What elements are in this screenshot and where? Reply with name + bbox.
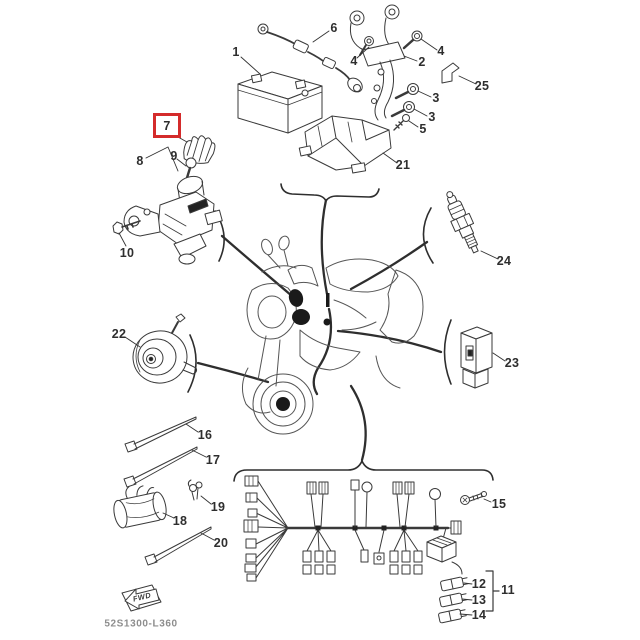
main-switch-illustration xyxy=(112,157,223,265)
screw-15-illustration xyxy=(460,491,487,505)
bracket-illustration xyxy=(349,4,423,131)
callout-20[interactable]: 20 xyxy=(213,536,229,550)
callout-13[interactable]: 13 xyxy=(471,593,487,607)
diagram-code: 52S1300-L360 xyxy=(104,618,178,630)
screw-5-illustration xyxy=(393,114,410,131)
relay-illustration xyxy=(460,326,493,389)
callout-3-a[interactable]: 3 xyxy=(432,91,440,105)
callout-17[interactable]: 17 xyxy=(205,453,221,467)
callout-19[interactable]: 19 xyxy=(210,500,226,514)
bolt-4-left-illustration xyxy=(359,36,374,56)
fuse-box-illustration xyxy=(426,535,457,563)
callout-10[interactable]: 10 xyxy=(119,246,135,260)
plate-illustration xyxy=(441,62,460,84)
callout-14[interactable]: 14 xyxy=(471,608,487,622)
scooter-illustration xyxy=(242,235,424,435)
callout-leaders xyxy=(118,30,506,616)
callout-24[interactable]: 24 xyxy=(496,254,512,268)
rubber-cap-illustration xyxy=(183,135,216,164)
leader-lines xyxy=(196,198,443,462)
key-9-illustration xyxy=(184,157,197,183)
bolt-10-illustration xyxy=(112,220,141,235)
harness-junctions xyxy=(315,525,439,531)
fuse-13-illustration xyxy=(439,592,468,608)
band-20-illustration xyxy=(144,526,212,566)
callout-18[interactable]: 18 xyxy=(172,514,188,528)
callout-5[interactable]: 5 xyxy=(419,122,427,136)
group-brackets xyxy=(187,183,494,482)
stay-illustration xyxy=(298,115,392,174)
fuse-12-illustration xyxy=(440,576,469,592)
highlighted-part-box[interactable]: 7 xyxy=(153,113,181,138)
callout-22[interactable]: 22 xyxy=(111,327,127,341)
callout-11[interactable]: 11 xyxy=(501,583,515,597)
callout-6[interactable]: 6 xyxy=(330,21,338,35)
band-illustrations xyxy=(123,416,212,566)
band-17-illustration xyxy=(123,446,198,488)
horn-illustration xyxy=(132,313,198,384)
callout-16[interactable]: 16 xyxy=(197,428,213,442)
band-16-illustration xyxy=(124,416,197,453)
callout-15[interactable]: 15 xyxy=(491,497,507,511)
callout-4-b[interactable]: 4 xyxy=(437,44,445,58)
callout-8[interactable]: 8 xyxy=(136,154,144,168)
callout-7[interactable]: 7 xyxy=(163,118,171,133)
callout-4-a[interactable]: 4 xyxy=(350,54,358,68)
fuse-14-illustration xyxy=(438,608,467,624)
callout-23[interactable]: 23 xyxy=(504,356,520,370)
callout-12[interactable]: 12 xyxy=(471,577,487,591)
bolt-3-lower-illustration xyxy=(390,101,415,118)
callout-2[interactable]: 2 xyxy=(418,55,426,69)
callout-1[interactable]: 1 xyxy=(232,45,240,59)
callout-9[interactable]: 9 xyxy=(170,149,178,163)
fwd-arrow xyxy=(121,584,162,612)
battery-illustration xyxy=(237,71,323,134)
spark-plug-illustration xyxy=(446,191,479,254)
bolt-4-right-illustration xyxy=(402,30,423,50)
callout-25[interactable]: 25 xyxy=(474,79,490,93)
battery-lead-illustration xyxy=(257,23,363,93)
sleeve-illustration xyxy=(113,485,167,529)
clip-illustration xyxy=(187,479,203,501)
callout-3-b[interactable]: 3 xyxy=(428,110,436,124)
wire-harness-illustration xyxy=(243,475,500,612)
bolt-3-upper-illustration xyxy=(394,83,419,100)
callout-21[interactable]: 21 xyxy=(395,158,411,172)
